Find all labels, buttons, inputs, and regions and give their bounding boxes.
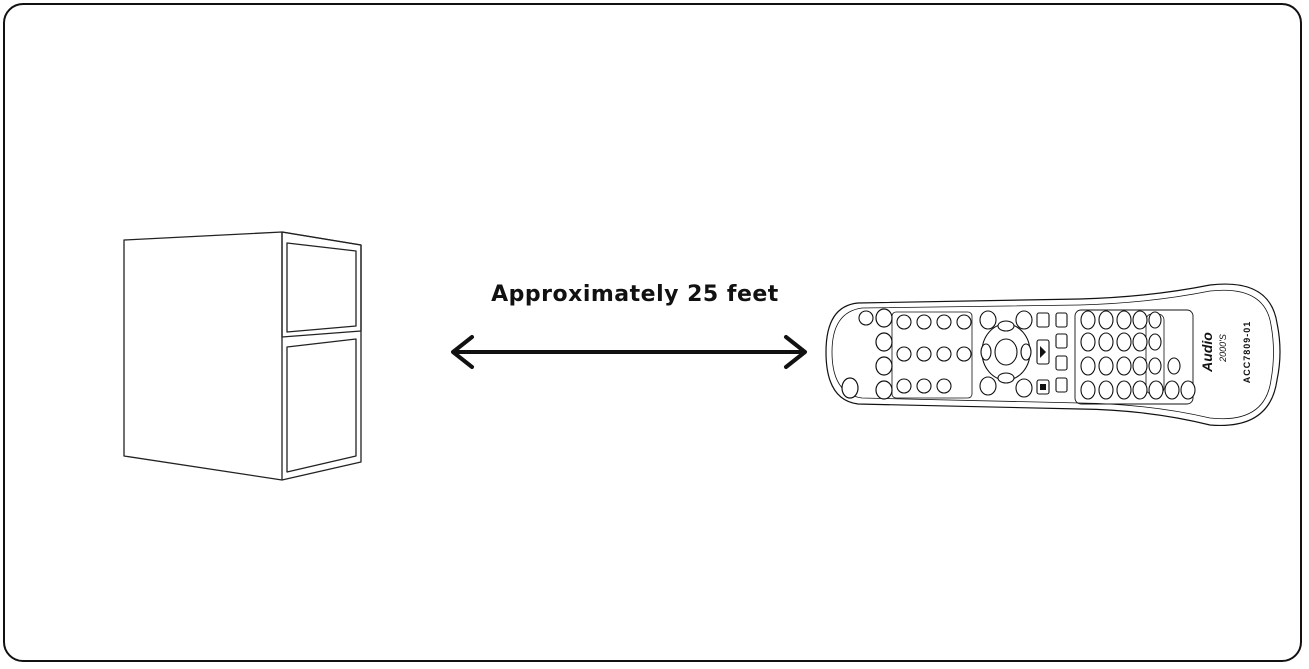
svg-text:2000'S: 2000'S xyxy=(1218,334,1228,363)
brand-logo: Audio xyxy=(1199,332,1215,373)
diagram-frame xyxy=(3,3,1302,662)
remote-model-label: ACC7809-01 xyxy=(1242,321,1252,384)
distance-label: Approximately 25 feet xyxy=(491,282,779,307)
